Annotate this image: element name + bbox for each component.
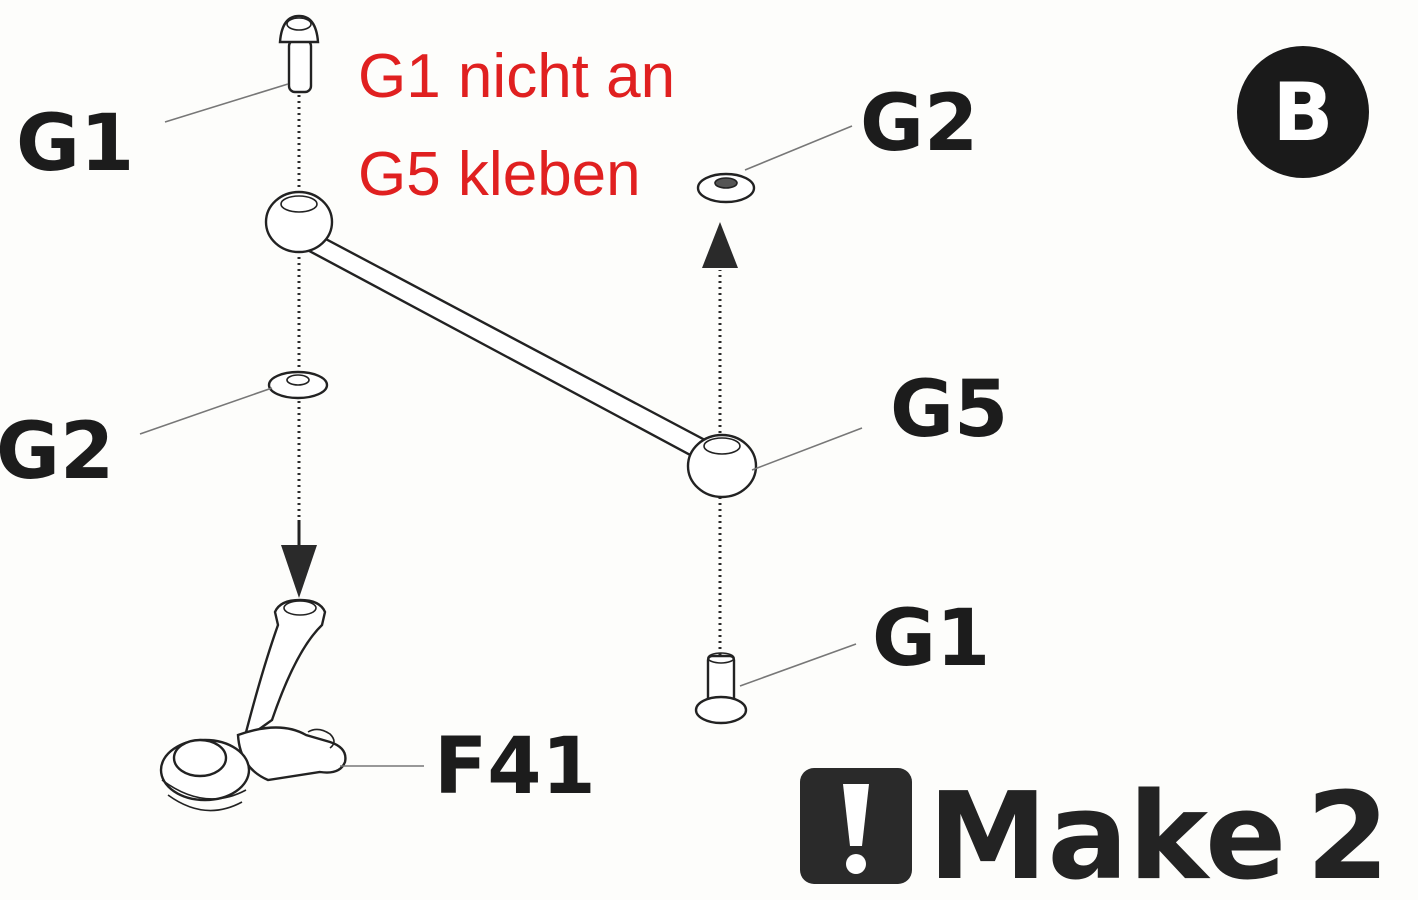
label-f41: F41 [434, 722, 596, 812]
exclamation-icon [800, 768, 912, 884]
make-quantity: 2 [1306, 768, 1390, 900]
step-badge: B [1237, 46, 1369, 178]
label-g5: G5 [890, 365, 1008, 455]
part-g1-bottom [694, 652, 748, 725]
part-g2-left [267, 370, 329, 400]
part-f41 [159, 598, 347, 812]
note-line-1: G1 nicht an [358, 42, 675, 111]
note-line-2: G5 kleben [358, 140, 641, 209]
part-g5 [264, 190, 758, 499]
label-g2-left: G2 [0, 407, 114, 497]
label-g1-top: G1 [16, 99, 134, 189]
make-label: Make [928, 768, 1286, 900]
arrow-up-right-head [702, 222, 738, 268]
assembly-note: G1 nicht an G5 kleben [358, 42, 675, 209]
arrow-down-left-head [281, 545, 317, 598]
part-g2-right [696, 172, 756, 204]
label-g2-top: G2 [860, 79, 978, 169]
leader-lines [139, 83, 863, 767]
label-g1-bottom: G1 [872, 594, 990, 684]
make-count: Make 2 [800, 768, 1390, 900]
part-g1-top [278, 14, 320, 94]
step-badge-letter: B [1273, 66, 1334, 159]
